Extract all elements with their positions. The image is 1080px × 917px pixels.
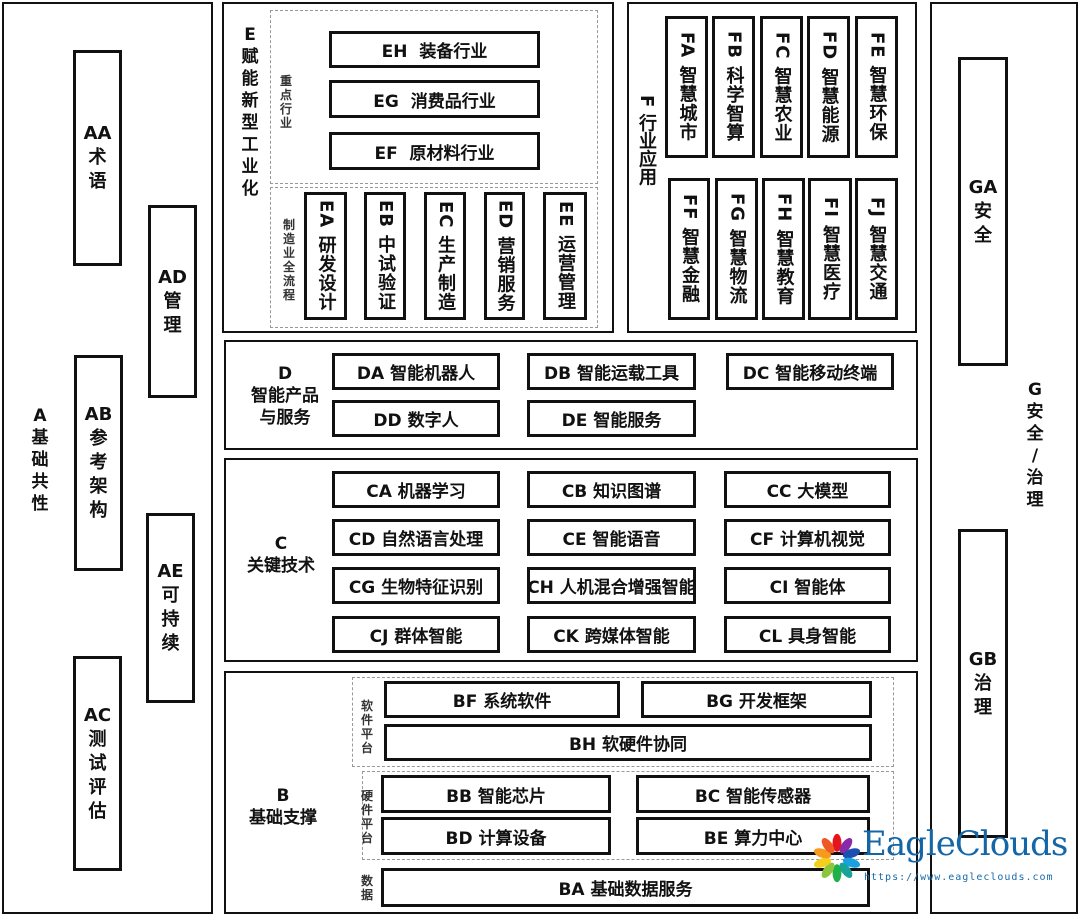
box-cg: CG 生物特征识别 — [332, 567, 500, 604]
box-eg: EG 消费品行业 — [329, 80, 540, 118]
panel-d — [224, 340, 918, 450]
label-hardware-platform: 硬 件 平 台 — [360, 789, 373, 845]
group-manufacturing-flow — [270, 187, 598, 328]
box-bb: BB 智能芯片 — [381, 775, 611, 813]
box-da: DA 智能机器人 — [332, 353, 500, 390]
label-key-industries: 重 点 行 业 — [279, 74, 292, 130]
box-ec: EC 生产制造 — [424, 192, 466, 320]
box-dc: DC 智能移动终端 — [726, 353, 894, 390]
box-ci: CI 智能体 — [724, 567, 891, 604]
panel-g — [930, 2, 1078, 914]
box-fd: FD 智慧能源 — [807, 16, 850, 158]
label-c: C 关键技术 — [247, 534, 315, 576]
box-bc: BC 智能传感器 — [636, 775, 870, 813]
label-data: 数 据 — [360, 874, 373, 902]
box-fh: FH 智慧教育 — [762, 178, 805, 320]
label-f: F 行业应用 — [636, 94, 657, 186]
group-key-industries — [270, 10, 598, 184]
box-eb: EB 中试验证 — [364, 192, 406, 320]
box-fa: FA 智慧城市 — [665, 16, 708, 158]
box-ca: CA 机器学习 — [332, 471, 500, 508]
label-manufacturing-flow: 制 造 业 全 流 程 — [282, 218, 295, 302]
box-ga: GA 安 全 — [958, 57, 1008, 366]
box-ad: AD 管 理 — [148, 205, 197, 398]
box-db: DB 智能运载工具 — [527, 353, 696, 390]
box-fb: FB 科学智算 — [712, 16, 755, 158]
panel-a — [2, 2, 213, 914]
box-ee: EE 运营管理 — [543, 192, 587, 320]
label-a: A 基 础 共 性 — [31, 406, 49, 514]
label-g: G 安 全 / 治 理 — [1026, 379, 1044, 510]
watermark-brand: EagleClouds — [862, 824, 1068, 864]
label-e: E 赋 能 新 型 工 业 化 — [241, 25, 259, 199]
box-ch: CH 人机混合增强智能 — [527, 567, 696, 604]
box-cb: CB 知识图谱 — [527, 471, 696, 508]
box-ck: CK 跨媒体智能 — [527, 616, 696, 653]
box-cd: CD 自然语言处理 — [332, 519, 500, 556]
box-ce: CE 智能语音 — [527, 519, 696, 556]
box-gb: GB 治 理 — [958, 529, 1008, 838]
box-fi: FI 智慧医疗 — [808, 178, 852, 320]
box-ed: ED 营销服务 — [484, 192, 525, 320]
box-de: DE 智能服务 — [527, 400, 696, 437]
box-ef: EF 原材料行业 — [329, 132, 540, 170]
box-ab: AB 参 考 架 构 — [74, 355, 123, 571]
panel-e — [222, 2, 614, 333]
box-fc: FC 智慧农业 — [760, 16, 803, 158]
panel-b — [224, 671, 918, 914]
box-dd: DD 数字人 — [332, 400, 500, 437]
box-eh: EH 装备行业 — [329, 31, 540, 68]
label-b: B 基础支撑 — [249, 786, 317, 828]
box-ff: FF 智慧金融 — [668, 178, 710, 320]
box-cj: CJ 群体智能 — [332, 616, 500, 653]
box-bf: BF 系统软件 — [384, 681, 620, 718]
panel-f — [627, 2, 917, 333]
box-bg: BG 开发框架 — [641, 681, 872, 718]
box-fj: FJ 智慧交通 — [855, 178, 898, 320]
box-ae: AE 可 持 续 — [146, 513, 195, 703]
box-aa: AA 术 语 — [73, 50, 122, 266]
group-hardware-platform — [362, 771, 894, 860]
flower-logo-icon — [813, 833, 861, 883]
box-ac: AC 测 试 评 估 — [73, 656, 122, 871]
box-ba: BA 基础数据服务 — [381, 868, 870, 907]
box-cl: CL 具身智能 — [724, 616, 891, 653]
box-fe: FE 智慧环保 — [855, 16, 898, 158]
box-fg: FG 智慧物流 — [715, 178, 758, 320]
box-bh: BH 软硬件协同 — [384, 724, 872, 761]
box-cc: CC 大模型 — [724, 471, 891, 508]
watermark-url: https://www.eagleclouds.com — [864, 872, 1054, 883]
box-bd: BD 计算设备 — [381, 817, 611, 855]
label-d: D 智能产品 与服务 — [251, 363, 319, 428]
watermark-logo: EagleClouds https://www.eagleclouds.com — [812, 824, 1078, 890]
label-software-platform: 软 件 平 台 — [360, 699, 373, 755]
panel-c — [224, 458, 918, 662]
group-software-platform — [352, 677, 894, 767]
box-ea: EA 研发设计 — [304, 192, 347, 320]
box-cf: CF 计算机视觉 — [724, 519, 891, 556]
